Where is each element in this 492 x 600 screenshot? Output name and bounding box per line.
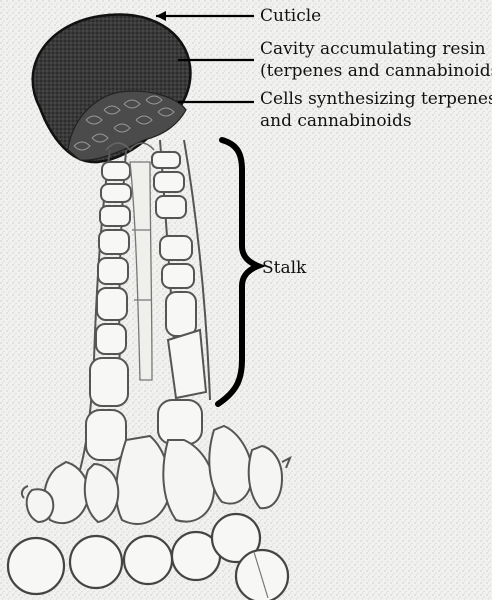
label-cuticle: Cuticle [260,5,321,27]
label-stalk: Stalk [262,257,306,279]
label-cells-line1: Cells synthesizing terpenes [260,88,492,110]
label-cells-line2: and cannabinoids [260,110,412,132]
label-cavity-line1: Cavity accumulating resin [260,38,486,60]
label-cavity-line2: (terpenes and cannabinoids) [260,60,492,82]
